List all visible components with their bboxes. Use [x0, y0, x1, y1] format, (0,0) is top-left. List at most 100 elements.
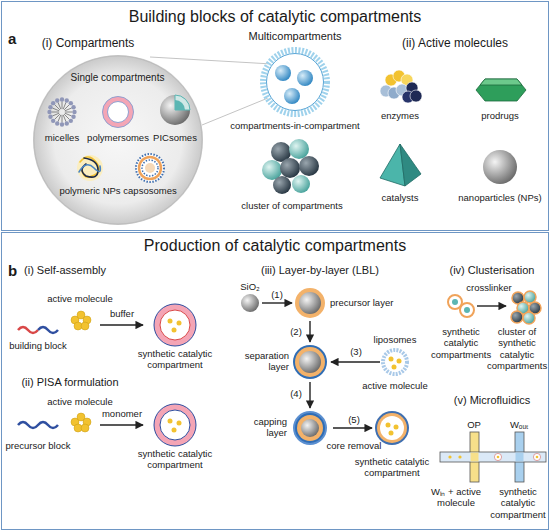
micelle-icon — [69, 119, 73, 123]
multicompartment-icon — [275, 65, 291, 81]
microfluidic-chip — [494, 453, 501, 460]
label-box: enzymes — [381, 110, 419, 121]
polymersome-icon — [177, 321, 182, 326]
process-arrow — [477, 305, 506, 306]
label-box: (v) Microfluidics — [454, 394, 530, 407]
label: synthetic catalytic compartment — [138, 348, 212, 370]
capping-layer-icon — [301, 419, 319, 437]
label: (2) — [290, 326, 302, 337]
label: synthetic catalytic compartment — [355, 456, 429, 478]
polymersome-icon — [160, 310, 190, 340]
microfluidic-chip — [533, 453, 540, 460]
micelle-icon — [47, 97, 76, 126]
cluster-icon — [299, 156, 319, 176]
micelle-icon — [55, 98, 59, 102]
prodrug-icon — [476, 79, 526, 101]
picsome-icon — [160, 95, 190, 125]
label: Wₒᵤₜ — [510, 419, 528, 430]
label: capping layer — [254, 416, 287, 438]
micelle-icon — [60, 97, 64, 101]
liposome-icon — [383, 350, 407, 374]
label-box: (2) — [290, 326, 302, 337]
label-box: (ii) Active molecules — [402, 36, 508, 50]
capsosome-icon — [145, 163, 155, 173]
micelle-icon — [69, 101, 73, 105]
catalyst-icon — [400, 144, 421, 186]
label: enzymes — [381, 110, 419, 121]
label: nanoparticles (NPs) — [458, 192, 541, 203]
polymersome-icon — [172, 428, 177, 433]
cluster-icon — [524, 291, 536, 303]
label-box: polymeric NPs — [59, 185, 120, 196]
separation-layer-icon — [293, 345, 327, 379]
label: separation layer — [245, 350, 289, 372]
cluster-icon — [511, 291, 541, 324]
label-box: synthetic catalytic compartment — [130, 448, 220, 471]
panel-title: Building blocks of catalytic compartment… — [2, 7, 548, 26]
multicompartment-icon — [297, 70, 313, 86]
cluster-icon — [511, 311, 523, 323]
label: capsosomes — [123, 185, 176, 196]
label-box: synthetic catalytic compartments — [431, 326, 491, 360]
precursor-block-icon — [18, 422, 58, 428]
hollow-capsule-icon — [394, 425, 399, 430]
label: (i) Self-assembly — [24, 264, 106, 276]
compartments-icon — [448, 295, 474, 317]
label-box: cluster of synthetic catalytic compartme… — [487, 326, 547, 372]
label: (i) Compartments — [42, 36, 135, 50]
label: crosslinker — [466, 282, 511, 293]
label: catalysts — [382, 192, 419, 203]
panel-letter: b — [8, 262, 17, 279]
label: building block — [9, 340, 67, 351]
label-box: (ii) PISA formulation — [21, 376, 118, 389]
micelle-icon — [47, 110, 51, 114]
polymersome-icon — [168, 419, 173, 424]
separation-layer-icon — [295, 347, 325, 377]
label-box: separation layer — [234, 350, 289, 373]
micelle-icon — [71, 115, 75, 119]
hollow-capsule-icon — [375, 411, 409, 445]
label: cluster of compartments — [241, 200, 342, 211]
label: synthetic catalytic compartment — [138, 448, 212, 470]
label: OP — [467, 419, 481, 430]
polymersome-icon — [172, 328, 177, 333]
label: liposomes — [374, 334, 417, 345]
label-box: (1) — [271, 289, 283, 300]
label-box: capping layer — [237, 416, 287, 439]
label-box: capsosomes — [123, 185, 176, 196]
label: polymersomes — [87, 132, 149, 143]
micelle-icon — [51, 101, 55, 105]
microfluidic-chip — [536, 456, 539, 459]
label: (5) — [348, 414, 360, 425]
label-box: b — [8, 262, 17, 280]
polymeric-np-icon — [77, 155, 103, 181]
label-box: compartments-in-compartment — [230, 120, 359, 131]
precursor-layer-icon — [299, 292, 321, 314]
micelle-icon — [58, 102, 61, 109]
label-box: (iv) Clusterisation — [450, 264, 535, 277]
compartments-icon — [452, 299, 458, 305]
label-box: (i) Self-assembly — [24, 264, 106, 277]
label-box: synthetic catalytic compartment — [489, 486, 547, 520]
label-box: active molecule — [362, 380, 427, 391]
label-box: (4) — [290, 388, 302, 399]
polymersome-icon — [154, 304, 196, 346]
label-box: a — [8, 30, 16, 48]
capsosome-icon — [142, 160, 158, 176]
cluster-icon — [292, 175, 310, 193]
label-box: monomer — [102, 408, 142, 419]
liposome-icon — [383, 350, 407, 374]
multicompartment-icon — [267, 54, 324, 111]
liposome-icon — [397, 359, 402, 364]
micelle-icon — [55, 121, 59, 125]
cluster-icon — [262, 139, 319, 194]
label-box: (3) — [350, 346, 362, 357]
compartments-icon — [464, 307, 470, 313]
capsosome-icon — [136, 154, 164, 182]
microfluidic-chip — [448, 455, 451, 458]
hollow-capsule-icon — [380, 416, 404, 440]
cluster-icon — [523, 312, 535, 324]
label: Wᵢₙ + active molecule — [431, 486, 481, 508]
label: (v) Microfluidics — [454, 394, 530, 406]
label: precursor layer — [330, 297, 393, 308]
